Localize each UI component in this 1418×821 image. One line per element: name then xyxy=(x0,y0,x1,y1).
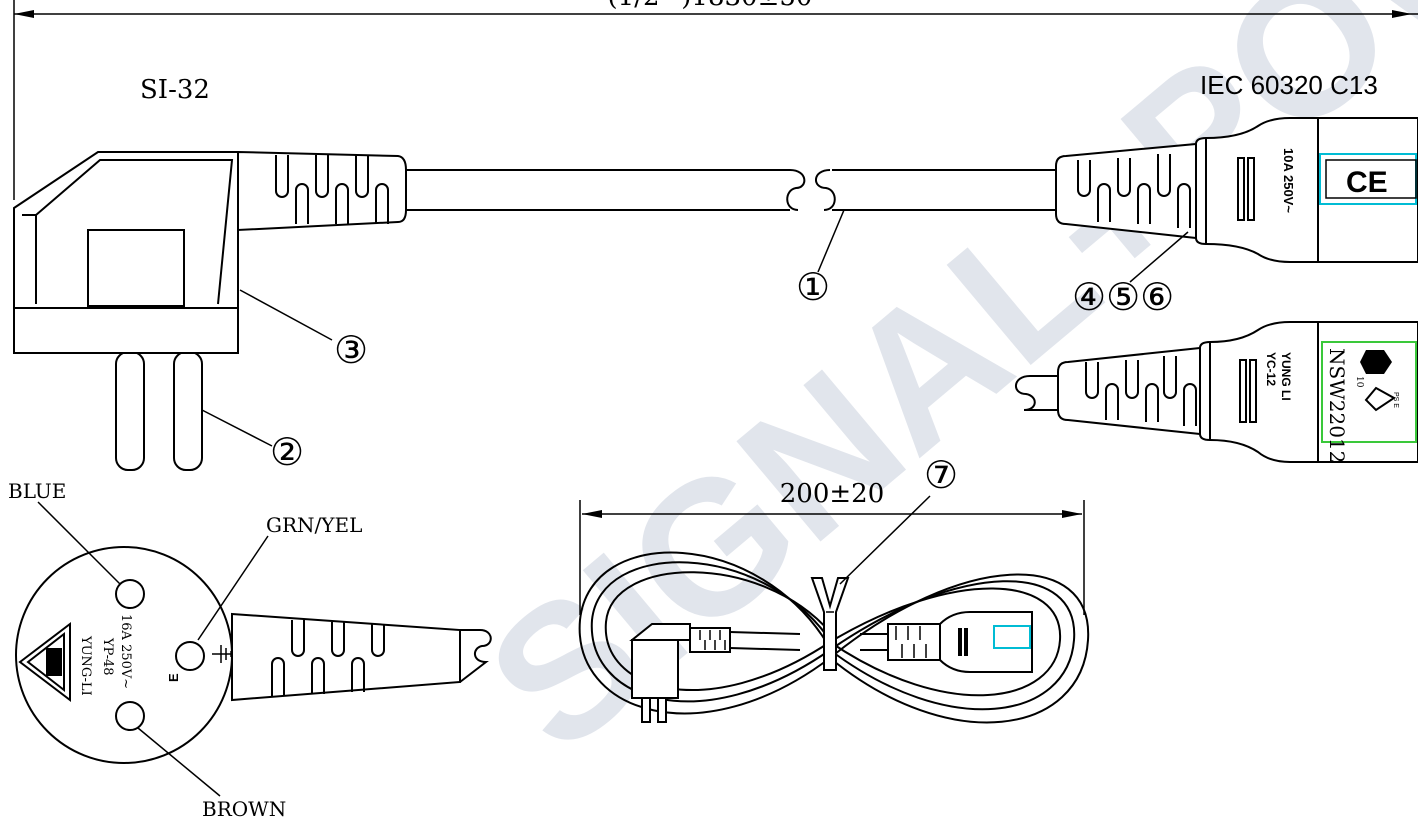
overall-length-dimension: (1/2^)1830±50 xyxy=(13,0,1418,200)
connector-standard-label: IEC 60320 C13 xyxy=(1200,70,1378,100)
plug-face-view xyxy=(15,501,492,797)
coiled-cord-view xyxy=(578,495,1090,724)
callout-2: ② xyxy=(270,430,304,474)
callout-1: ① xyxy=(796,265,830,309)
plug-side-view: SI-32 xyxy=(13,75,806,471)
insert-brand: YUNG-LI xyxy=(78,635,93,696)
cert-small-number: 10 xyxy=(1354,376,1364,388)
cert-number: NSW22012 xyxy=(1325,348,1349,463)
callout-456: ④⑤⑥ xyxy=(1072,275,1174,319)
insert-model: YP-48 xyxy=(100,637,115,676)
earth-mark: E xyxy=(166,673,181,682)
ce-mark: CE xyxy=(1346,166,1388,199)
connector-c13-side-view xyxy=(1015,321,1418,463)
wire-brown-label: BROWN xyxy=(202,797,286,821)
wire-blue-label: BLUE xyxy=(8,479,66,503)
insert-rating: 16A 250V~ xyxy=(118,614,133,689)
connector-rating: 10A 250V~ xyxy=(1281,148,1296,213)
wire-grn-yel-label: GRN/YEL xyxy=(266,513,362,537)
callout-3: ③ xyxy=(334,328,368,372)
cert-pse-mark: PS E xyxy=(1392,392,1399,408)
overall-length-label: (1/2^)1830±50 xyxy=(608,0,813,12)
connector-model: YC-12 xyxy=(1264,352,1278,386)
callout-7: ⑦ xyxy=(924,453,958,497)
plug-model-label: SI-32 xyxy=(140,75,210,105)
coil-width-label: 200±20 xyxy=(780,479,885,509)
connector-brand: YUNG LI xyxy=(1279,352,1293,401)
connector-c13-top-view xyxy=(815,117,1418,283)
